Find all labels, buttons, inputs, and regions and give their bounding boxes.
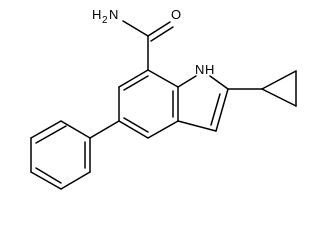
amide-h-label: H <box>92 7 101 22</box>
indole-benzene-ring <box>118 69 179 139</box>
cyclopropyl-group <box>227 70 297 107</box>
indole-pyrrole-ring <box>177 75 229 132</box>
indole-nh-label: N H <box>195 62 214 77</box>
carboxamide-group <box>122 20 174 71</box>
phenyl-group <box>30 120 120 190</box>
indole-nitrogen-label: N <box>195 62 204 77</box>
amide-nh2-label: H 2 N <box>92 7 118 26</box>
amide-h-subscript: 2 <box>102 15 108 26</box>
carbonyl-oxygen-label: O <box>171 7 181 22</box>
amide-n-label: N <box>109 7 118 22</box>
indole-hydrogen-label: H <box>205 62 214 77</box>
molecule-structure-diagram: H 2 N O N H <box>30 7 297 190</box>
